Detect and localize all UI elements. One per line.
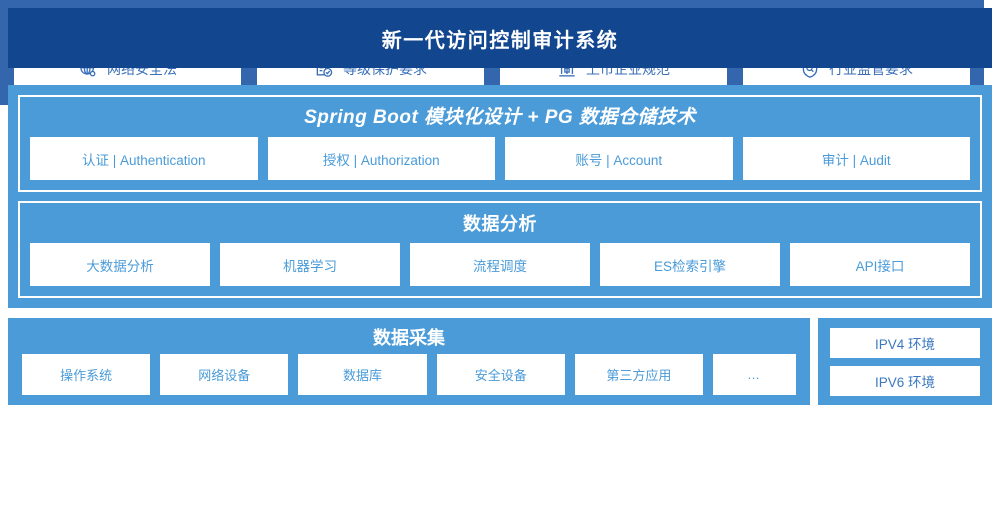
spring-boot-card-row: 认证 | Authentication 授权 | Authorization 账… [30,137,970,180]
data-collection-title: 数据采集 [373,328,445,348]
data-collection-card-row: 操作系统 网络设备 数据库 安全设备 第三方应用 … [22,354,797,395]
data-analysis-group-title: 数据分析 [463,214,537,234]
page-title: 新一代访问控制审计系统 [381,29,619,52]
card-api-interface[interactable]: API接口 [790,243,970,286]
ip-environment-panel: IPV4 环境 IPV6 环境 [818,318,992,405]
card-security-device[interactable]: 安全设备 [436,354,565,395]
card-es-search-engine[interactable]: ES检索引擎 [600,243,780,286]
card-more-ellipsis[interactable]: … [713,354,797,395]
platform-panel: Spring Boot 模块化设计 + PG 数据仓储技术 认证 | Authe… [8,85,992,308]
data-collection-panel: 数据采集 操作系统 网络设备 数据库 安全设备 第三方应用 … [8,318,810,405]
spring-boot-group-title: Spring Boot 模块化设计 + PG 数据仓储技术 [304,107,696,128]
header-banner: 新一代访问控制审计系统 [8,8,992,68]
card-process-scheduling[interactable]: 流程调度 [410,243,590,286]
card-ipv4-environment[interactable]: IPV4 环境 [830,327,980,358]
card-third-party-application[interactable]: 第三方应用 [574,354,704,395]
card-audit[interactable]: 审计 | Audit [742,137,970,180]
data-analysis-group: 数据分析 大数据分析 机器学习 流程调度 ES检索引擎 API接口 [18,201,982,298]
card-authorization[interactable]: 授权 | Authorization [267,137,495,180]
card-database[interactable]: 数据库 [298,354,427,395]
card-authentication[interactable]: 认证 | Authentication [30,137,258,180]
card-network-device[interactable]: 网络设备 [160,354,289,395]
spring-boot-group: Spring Boot 模块化设计 + PG 数据仓储技术 认证 | Authe… [18,95,982,192]
card-operating-system[interactable]: 操作系统 [22,354,151,395]
card-ipv6-environment[interactable]: IPV6 环境 [830,365,980,396]
data-analysis-card-row: 大数据分析 机器学习 流程调度 ES检索引擎 API接口 [30,243,970,286]
card-account[interactable]: 账号 | Account [505,137,733,180]
card-big-data-analysis[interactable]: 大数据分析 [30,243,210,286]
card-machine-learning[interactable]: 机器学习 [220,243,400,286]
